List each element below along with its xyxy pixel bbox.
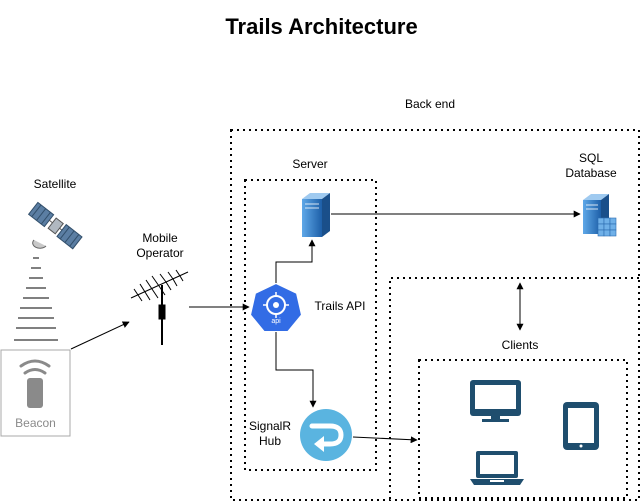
server-container: [244, 179, 377, 471]
sql-database-line-2: Database: [565, 166, 617, 180]
node-label-sql-database: SQL Database: [556, 151, 626, 181]
node-label-trails-api: Trails API: [314, 299, 366, 313]
signal-stripes: [14, 257, 58, 341]
group-label-server: Server: [292, 157, 328, 171]
satellite-dish: [32, 239, 47, 249]
node-label-satellite: Satellite: [33, 177, 77, 191]
signalr-hub-line-1: SignalR: [248, 419, 292, 433]
tablet-icon: [563, 402, 599, 450]
antenna-icon: [130, 269, 189, 345]
beacon-icon: [19, 359, 51, 408]
node-label-beacon: Beacon: [15, 416, 56, 430]
edge-signalr-hub-to-clients: [352, 436, 418, 444]
edge-beacon-to-mobile-operator: [70, 321, 130, 350]
node-label-signalr-hub: SignalR Hub: [240, 419, 300, 449]
signalr-hub-line-2: Hub: [258, 434, 281, 448]
api-badge-text: api: [271, 318, 281, 325]
edge-trails-api-to-server: [275, 239, 316, 283]
signalr-icon: [300, 409, 352, 461]
clients-container: [418, 359, 628, 499]
satellite-icon: [27, 201, 83, 250]
laptop-icon: [470, 451, 524, 485]
group-label-clients: Clients: [501, 338, 539, 352]
database-icon: [583, 194, 617, 237]
node-label-mobile-operator: Mobile Operator: [125, 231, 195, 261]
server-icon: [302, 193, 330, 237]
mobile-operator-line-1: Mobile: [142, 231, 178, 245]
edge-trails-api-to-signalr-hub: [275, 332, 317, 408]
mobile-operator-line-2: Operator: [136, 246, 184, 260]
diagram-title: Trails Architecture: [225, 14, 418, 39]
monitor-icon: [470, 380, 521, 422]
group-label-backend: Back end: [404, 97, 456, 111]
sql-database-line-1: SQL: [578, 151, 603, 165]
backend-container: [230, 129, 640, 501]
